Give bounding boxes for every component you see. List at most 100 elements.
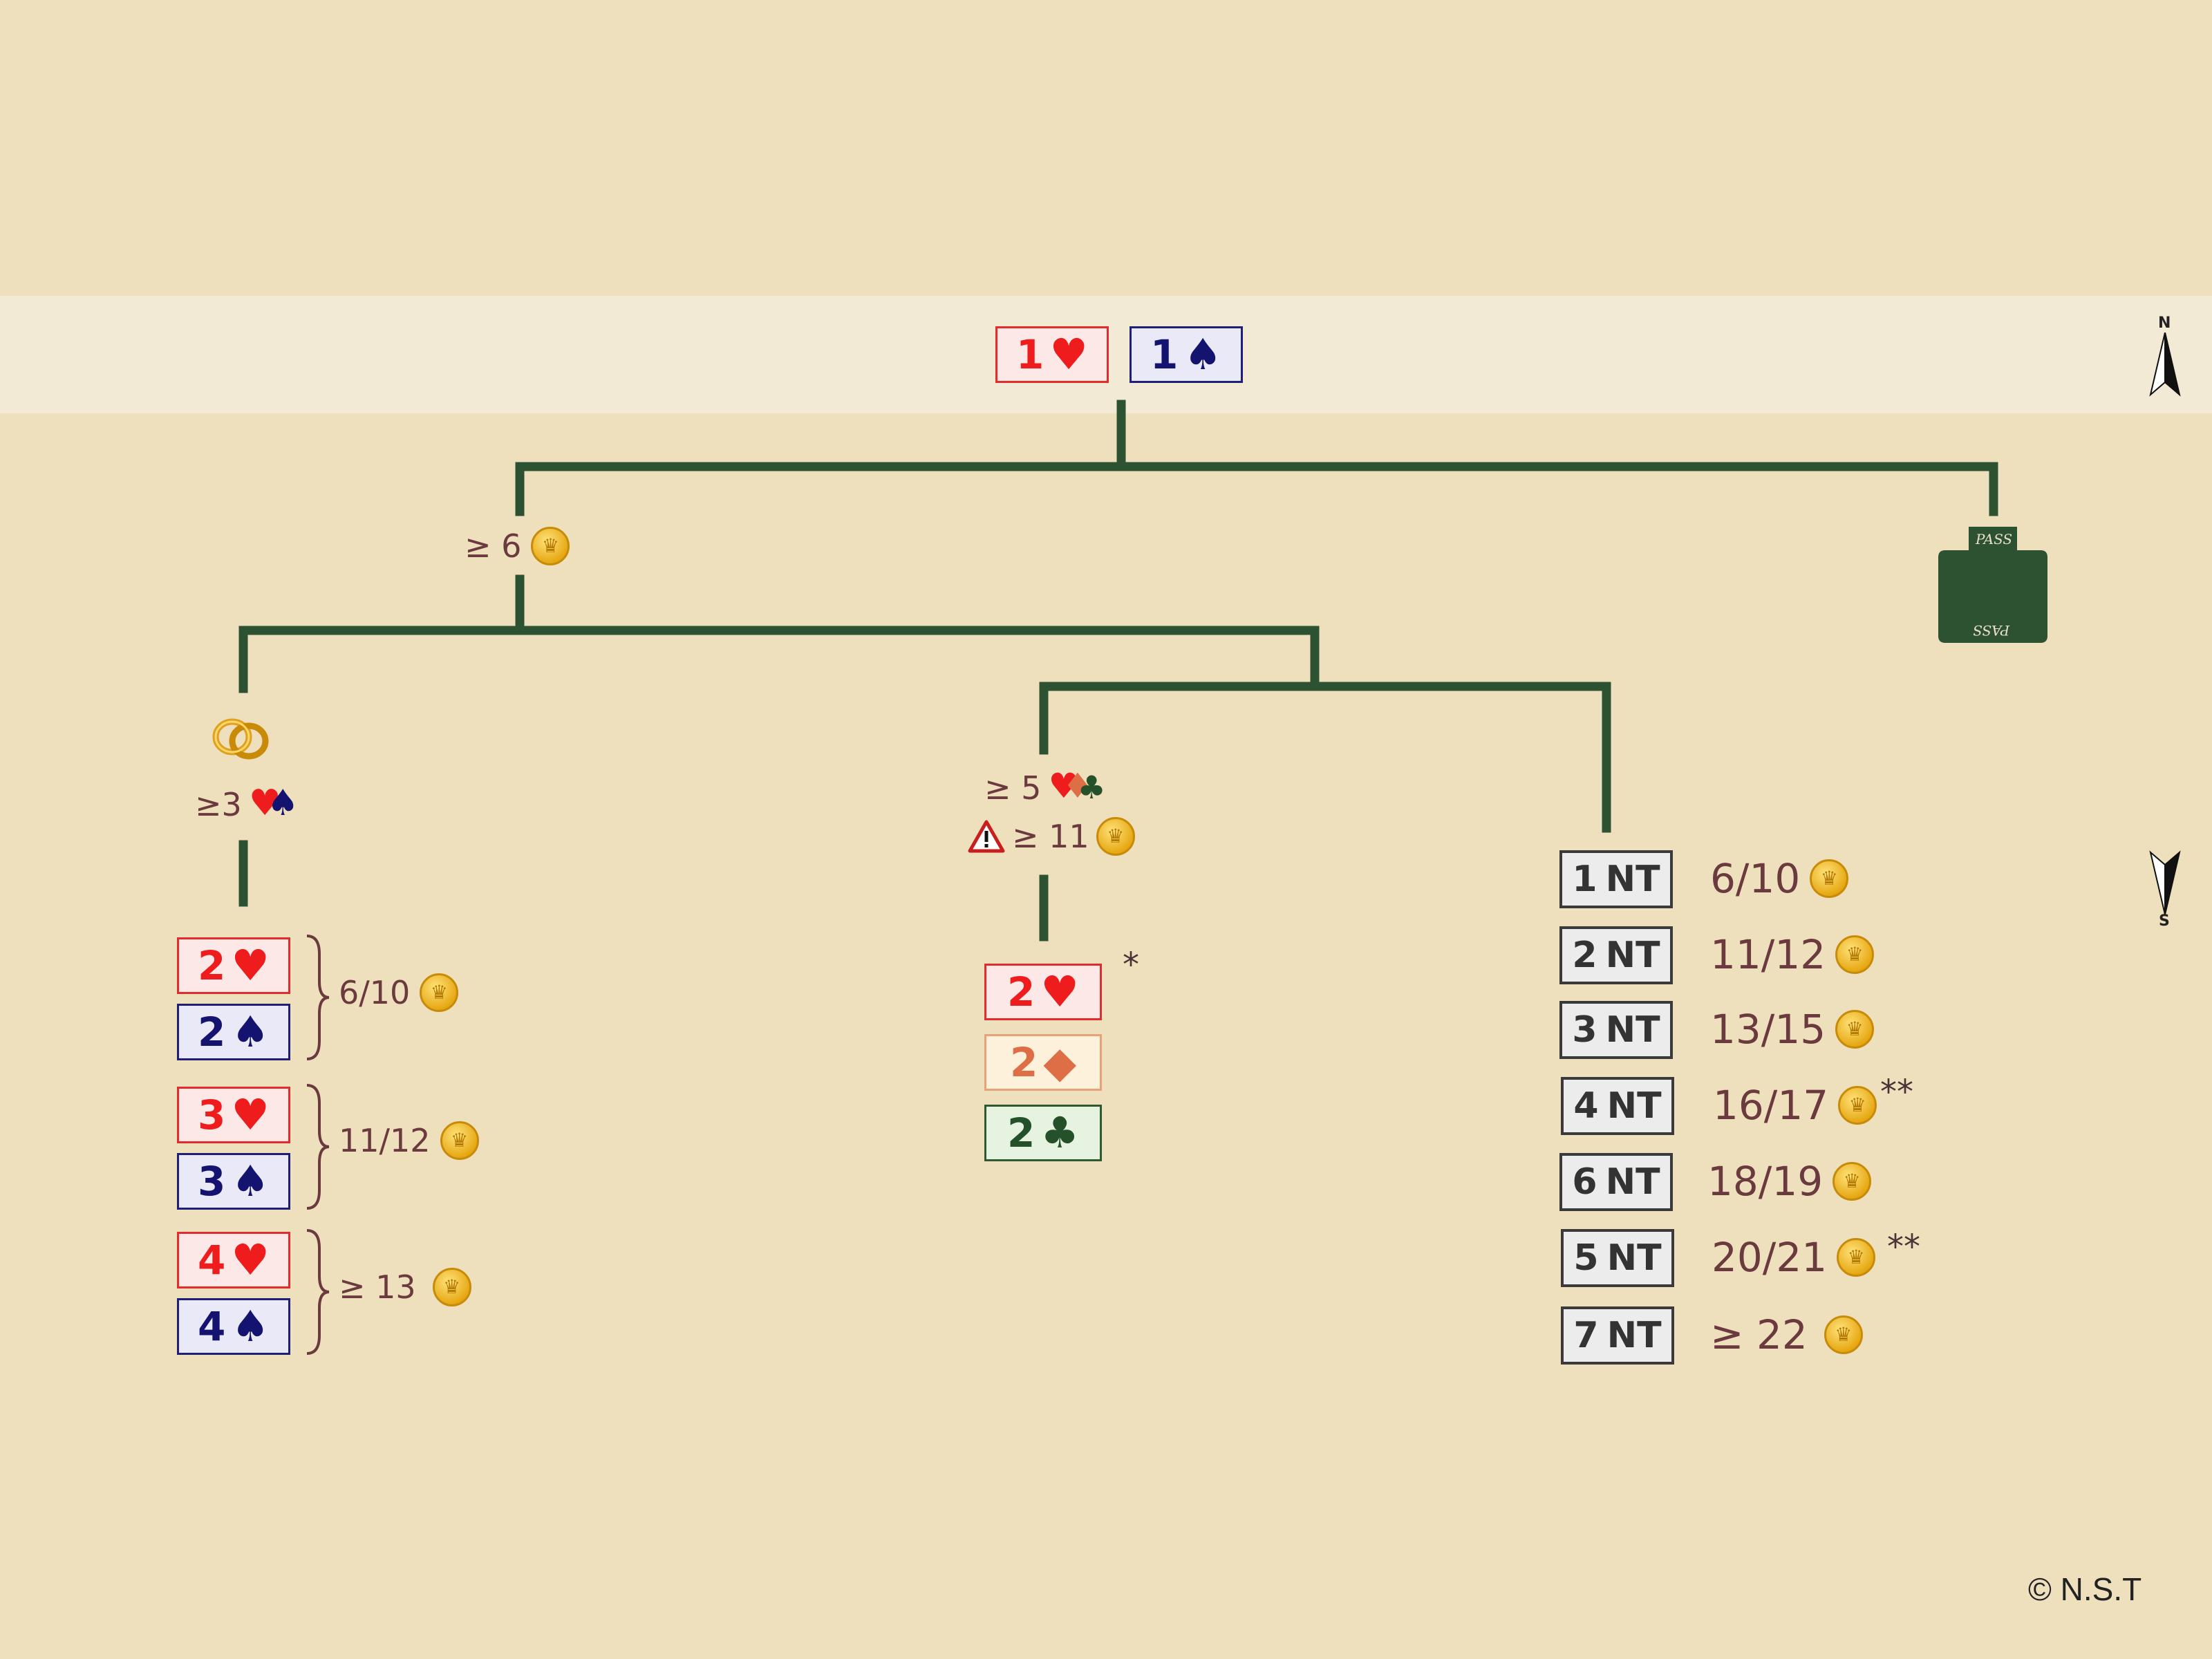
opening-bid-1-heart: 1 ♥	[995, 326, 1109, 383]
nt-bid-1: 1 NT	[1559, 850, 1673, 908]
points-text: 20/21	[1712, 1234, 1828, 1281]
bid-level: 5	[1573, 1237, 1599, 1279]
heart-suit-icon: ♥	[231, 1089, 270, 1140]
bid-level: 3	[198, 1158, 226, 1205]
heart-suit-icon: ♥	[231, 1235, 270, 1285]
bid-level: 4	[198, 1303, 226, 1350]
nt-bid-3: 3 NT	[1559, 1001, 1673, 1059]
nt-label: NT	[1605, 935, 1660, 976]
compass-south-label: S	[2159, 912, 2170, 930]
fit-suits-icon: ♥ ♠	[249, 785, 300, 824]
new-suit-bid-2-club: 2 ♣	[984, 1105, 1102, 1161]
crown-coin-icon	[1838, 1086, 1877, 1125]
nt-bid-4: 4 NT	[1561, 1077, 1674, 1135]
nt-label: NT	[1605, 1161, 1660, 1203]
new-suit-suits-icon: ♥ ♦ ♣	[1048, 769, 1112, 807]
raise-bid-3-heart: 3 ♥	[177, 1087, 290, 1143]
pass-card-label-bottom: PASS	[1973, 622, 2010, 639]
nt-7-points: ≥ 22	[1710, 1315, 1863, 1355]
heart-suit-icon: ♥	[1048, 766, 1080, 806]
brace-icon	[306, 1229, 330, 1355]
spade-suit-icon: ♠	[231, 1301, 270, 1351]
bid-level: 1	[1016, 331, 1044, 378]
points-text: 16/17	[1713, 1082, 1829, 1129]
crown-coin-icon	[1835, 1010, 1875, 1049]
new-suit-points-text: ≥ 11	[1012, 818, 1089, 855]
nt-1-points: 6/10	[1710, 859, 1849, 899]
bid-level: 2	[1009, 1039, 1038, 1086]
overcall-bid-1-spade: 1 ♠	[1130, 326, 1243, 383]
crown-coin-icon	[440, 1121, 479, 1160]
compass-north: N	[2146, 315, 2184, 397]
nt-label: NT	[1606, 1237, 1662, 1279]
bid-level: 2	[1007, 968, 1035, 1015]
raise-3-points: 11/12	[339, 1121, 479, 1160]
raise-bid-4-spade: 4 ♠	[177, 1298, 290, 1355]
points-text: ≥ 13	[339, 1268, 416, 1306]
bid-level: 2	[1572, 935, 1597, 976]
south-arrow-icon	[2149, 850, 2181, 915]
club-suit-icon: ♣	[1077, 769, 1106, 806]
raise-4-points: ≥ 13	[339, 1268, 471, 1306]
spade-suit-icon: ♠	[1183, 329, 1222, 379]
spade-suit-icon: ♠	[231, 1156, 270, 1206]
new-suit-points-label: ≥ 11	[968, 817, 1135, 856]
nt-label: NT	[1606, 1085, 1662, 1127]
brace-icon	[306, 1084, 330, 1210]
bid-level: 2	[198, 1009, 226, 1056]
wedding-rings-icon	[212, 718, 269, 760]
bid-level: 4	[198, 1237, 226, 1284]
copyright-notice: © N.S.T	[2028, 1571, 2142, 1607]
nt-label: NT	[1605, 1009, 1660, 1051]
nt-3-points: 13/15	[1710, 1006, 1875, 1053]
compass-south: S	[2146, 849, 2184, 932]
bid-level: 6	[1572, 1161, 1597, 1203]
nt-bid-5: 5 NT	[1561, 1229, 1674, 1287]
points-text: ≥ 22	[1710, 1311, 1808, 1358]
crown-coin-icon	[432, 1268, 471, 1306]
bid-level: 3	[1572, 1009, 1597, 1051]
heart-suit-icon: ♥	[1049, 329, 1088, 379]
bid-level: 1	[1150, 331, 1179, 378]
raise-bid-2-heart: 2 ♥	[177, 937, 290, 994]
crown-coin-icon	[1810, 859, 1849, 898]
fit-length-text: ≥3	[195, 786, 242, 823]
heart-suit-icon: ♥	[248, 782, 281, 824]
crown-coin-icon	[1096, 817, 1135, 856]
nt-bid-2: 2 NT	[1559, 926, 1673, 984]
crown-coin-icon	[1824, 1315, 1863, 1354]
bid-level: 2	[198, 942, 226, 989]
warning-triangle-icon	[968, 820, 1005, 853]
bid-level: 3	[198, 1091, 226, 1138]
spade-suit-icon: ♠	[266, 782, 299, 824]
nt-label: NT	[1606, 1315, 1662, 1356]
min-points-text: ≥ 6	[465, 527, 522, 565]
raise-bid-3-spade: 3 ♠	[177, 1153, 290, 1210]
pass-card-label-top: PASS	[1976, 531, 2013, 547]
nt-6-points: 18/19	[1707, 1161, 1872, 1201]
footnote-marker: *	[1123, 946, 1139, 984]
nt-4-points: 16/17	[1713, 1085, 1877, 1125]
spade-suit-icon: ♠	[231, 1006, 270, 1057]
new-suit-length-text: ≥ 5	[984, 769, 1042, 807]
footnote-marker: **	[1880, 1073, 1913, 1112]
diamond-suit-icon: ◆	[1043, 1037, 1077, 1087]
new-suit-length-label: ≥ 5 ♥ ♦ ♣	[984, 769, 1112, 807]
raise-bid-4-heart: 4 ♥	[177, 1232, 290, 1288]
points-text: 11/12	[339, 1122, 431, 1159]
heart-suit-icon: ♥	[1040, 966, 1079, 1017]
new-suit-bid-2-heart: 2 ♥	[984, 964, 1102, 1020]
nt-2-points: 11/12	[1710, 935, 1875, 975]
crown-coin-icon	[1837, 1238, 1876, 1277]
points-text: 13/15	[1710, 1006, 1826, 1053]
footnote-marker: **	[1887, 1228, 1920, 1266]
nt-5-points: 20/21	[1712, 1234, 1876, 1281]
crown-coin-icon	[531, 527, 570, 565]
bid-level: 2	[1007, 1109, 1035, 1156]
raise-2-points: 6/10	[339, 973, 459, 1012]
raise-bid-2-spade: 2 ♠	[177, 1004, 290, 1060]
bid-level: 4	[1573, 1085, 1599, 1127]
nt-bid-7: 7 NT	[1561, 1306, 1674, 1365]
bid-level: 1	[1572, 859, 1597, 900]
